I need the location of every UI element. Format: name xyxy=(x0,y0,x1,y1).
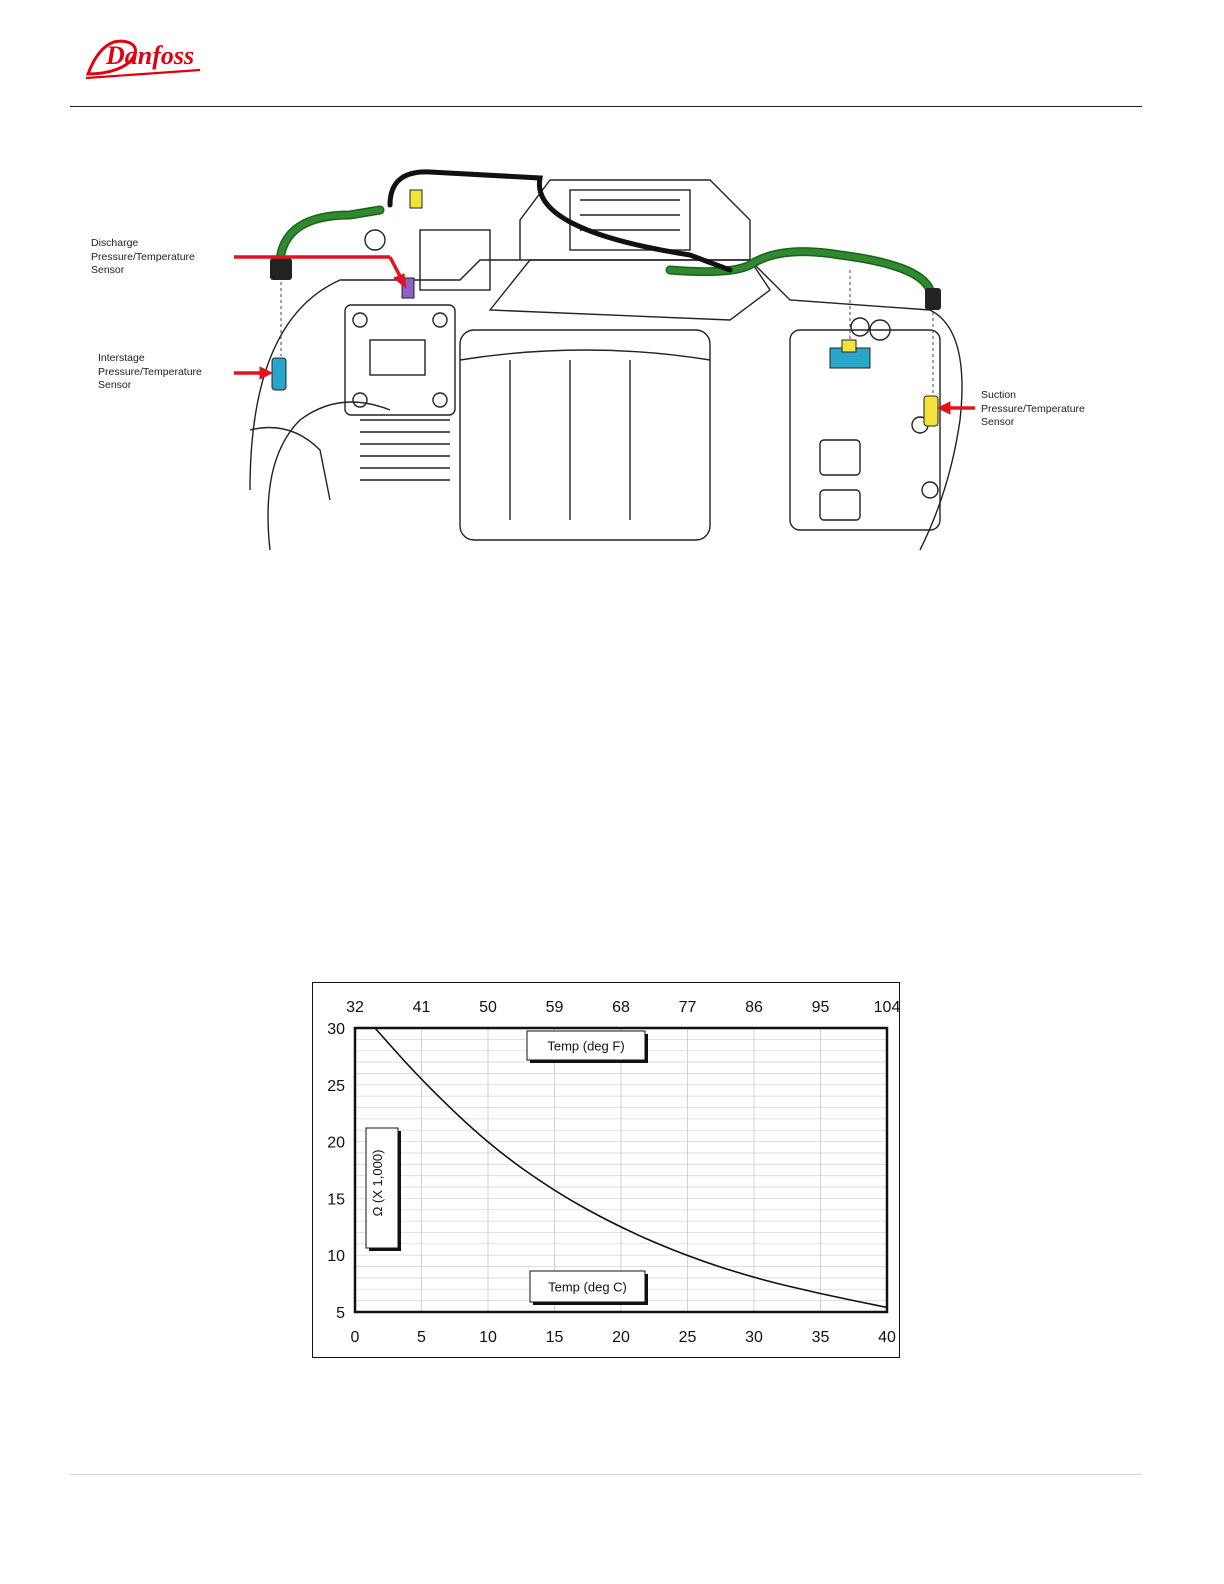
x-tick-label: 0 xyxy=(351,1329,360,1346)
x-tick-label: 30 xyxy=(745,1329,763,1346)
callout-discharge-sensor: Discharge Pressure/Temperature Sensor xyxy=(91,237,195,278)
y-tick-label: 20 xyxy=(327,1135,345,1152)
x2-tick-label: 77 xyxy=(679,999,697,1016)
footer-rule xyxy=(70,1474,1142,1475)
x-tick-label: 20 xyxy=(612,1329,630,1346)
x2-tick-label: 32 xyxy=(346,999,364,1016)
y-tick-label: 25 xyxy=(327,1078,345,1095)
y-tick-label: 15 xyxy=(327,1191,345,1208)
y-tick-label: 10 xyxy=(327,1248,345,1265)
x2-tick-label: 41 xyxy=(413,999,431,1016)
compressor-illustration xyxy=(230,160,1000,555)
x2-tick-label: 68 xyxy=(612,999,630,1016)
x2-tick-label: 50 xyxy=(479,999,497,1016)
svg-text:Danfoss: Danfoss xyxy=(105,41,194,70)
x2-axis-label: Temp (deg F) xyxy=(547,1039,624,1054)
danfoss-logo: Danfoss xyxy=(80,34,210,82)
x2-tick-label: 86 xyxy=(745,999,763,1016)
x-tick-label: 25 xyxy=(679,1329,697,1346)
x-tick-label: 10 xyxy=(479,1329,497,1346)
y-tick-label: 30 xyxy=(327,1021,345,1038)
y-tick-label: 5 xyxy=(336,1305,345,1322)
y-axis-label: Ω (X 1,000) xyxy=(370,1150,385,1217)
header-rule xyxy=(70,106,1142,107)
x-axis-label: Temp (deg C) xyxy=(548,1280,627,1295)
x-tick-label: 15 xyxy=(546,1329,564,1346)
x2-tick-label: 95 xyxy=(812,999,830,1016)
x2-tick-label: 104 xyxy=(874,999,901,1016)
callout-suction-sensor: Suction Pressure/Temperature Sensor xyxy=(981,389,1085,430)
x-tick-label: 35 xyxy=(812,1329,830,1346)
x2-tick-label: 59 xyxy=(546,999,564,1016)
x-tick-label: 40 xyxy=(878,1329,896,1346)
callout-interstage-sensor: Interstage Pressure/Temperature Sensor xyxy=(98,352,202,393)
resistance-curve xyxy=(375,1028,887,1307)
x-tick-label: 5 xyxy=(417,1329,426,1346)
